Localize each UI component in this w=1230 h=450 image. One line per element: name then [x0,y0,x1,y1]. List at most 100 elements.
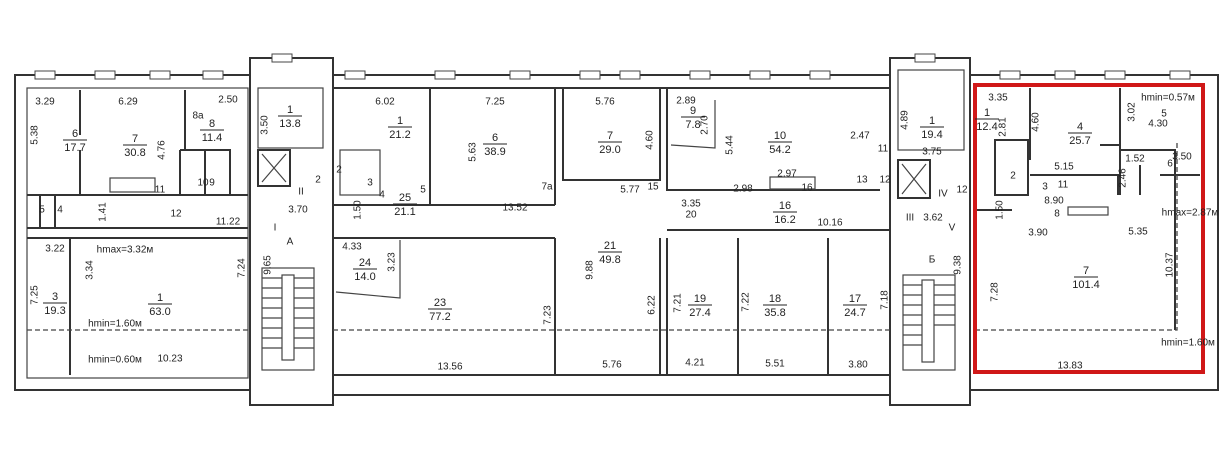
walls [14,57,1219,406]
dimension-label: 15 [647,182,659,193]
dimension-label: 10.16 [817,218,842,229]
room-label: 163.0 [148,292,172,318]
highlighted-unit-outline [973,83,1205,374]
dimension-label: 3 [1042,182,1048,193]
room-area: 27.4 [689,307,710,319]
dimension-label: hmin=0.60м [88,355,142,366]
room-label: 811.4 [200,118,224,144]
dimension-label: 6.22 [647,295,658,315]
room-number: 9 [690,105,696,117]
window [149,70,171,80]
dimension-label: 3.50 [1172,152,1192,163]
room-label: 112.4 [975,107,999,133]
room-number: 7 [607,130,613,142]
dimension-label: 3.34 [85,260,96,280]
room-label: 7 101.4 [1072,265,1100,291]
window [619,70,641,80]
room-number: 8 [209,118,215,130]
dimension-label: 11 [155,185,166,196]
dimension-label: 9 [209,178,215,189]
room-number: 18 [769,293,781,305]
dimension-label: 7.25 [30,285,41,305]
window [509,70,531,80]
dimension-label: 10.37 [1165,252,1176,277]
windows [34,53,1191,80]
room-area: 54.2 [769,144,790,156]
dimension-label: 1.50 [995,200,1006,220]
dimension-label: 2.81 [998,117,1009,137]
dimension-label: 1.50 [353,200,364,220]
dimension-label: 7.18 [880,290,891,310]
dimension-label: 1.41 [98,202,109,222]
dimension-label: 2.70 [700,115,711,135]
dimension-label: 5.51 [765,359,785,370]
room-number: 7 [1083,265,1089,277]
dimension-label: 8.90 [1044,196,1064,207]
dimension-label: 9.65 [263,255,274,275]
window [689,70,711,80]
dimension-label: 13.83 [1057,361,1082,372]
dimension-label: 4.60 [1031,112,1042,132]
room-number: 1 [287,104,293,116]
dimension-label: 6.02 [375,97,395,108]
dimension-label: 12 [170,209,182,220]
window [271,53,293,63]
dimension-label: 12 [879,175,891,186]
dimension-label: 3.90 [1028,228,1048,239]
dimension-label: 7.25 [485,97,505,108]
window [579,70,601,80]
dimension-label: 10.23 [157,354,182,365]
dimension-label: 3.62 [923,213,943,224]
dimension-label: 8а [192,111,204,122]
dimension-label: 2 [1010,171,1016,182]
room-area: 7.8 [685,119,700,131]
dimension-label: II [298,187,304,198]
dimension-label: 7.28 [990,282,1001,302]
room-number: 10 [774,130,786,142]
room-area: 38.9 [484,146,505,158]
dimension-label: 5.76 [595,97,615,108]
dimension-label: 12 [956,185,968,196]
dimension-label: 11.22 [216,217,241,228]
dimension-label: 6 [1167,159,1173,170]
dimension-label: 5.76 [602,360,622,371]
room-number: 6 [72,128,78,140]
dimension-label: IV [938,189,948,200]
window [434,70,456,80]
dimension-label: 7.24 [237,258,248,278]
room-label: 113.8 [278,104,302,130]
window [202,70,224,80]
room-label: 319.3 [43,291,67,317]
room-label: 10 54.2 [768,130,792,156]
room-label: 425.7 [1068,121,1092,147]
dimension-label: 3.70 [288,205,308,216]
room-area: 101.4 [1072,279,1100,291]
dimension-label: 5.77 [620,185,640,196]
room-number: 23 [434,297,446,309]
window [34,70,56,80]
room-number: 1 [157,292,163,304]
dimension-label: 5 [1161,109,1167,120]
room-number: 3 [52,291,58,303]
room-number: 25 [399,192,411,204]
dimension-label: 5.63 [468,142,479,162]
dimension-label: 3.02 [1127,102,1138,122]
room-area: 21.1 [394,206,415,218]
room-area: 19.4 [921,129,942,141]
dimension-label: 5.38 [30,125,41,145]
room-area: 24.7 [844,307,865,319]
dimension-label: 5.35 [1128,227,1148,238]
window [1054,70,1076,80]
dimension-label: 10 [197,178,209,189]
dimension-label: 3.29 [35,97,55,108]
room-label: 97.8 [681,105,705,131]
room-area: 17.7 [64,142,85,154]
window [94,70,116,80]
dimension-label: 4.76 [157,140,168,160]
dimension-label: I [274,223,277,234]
